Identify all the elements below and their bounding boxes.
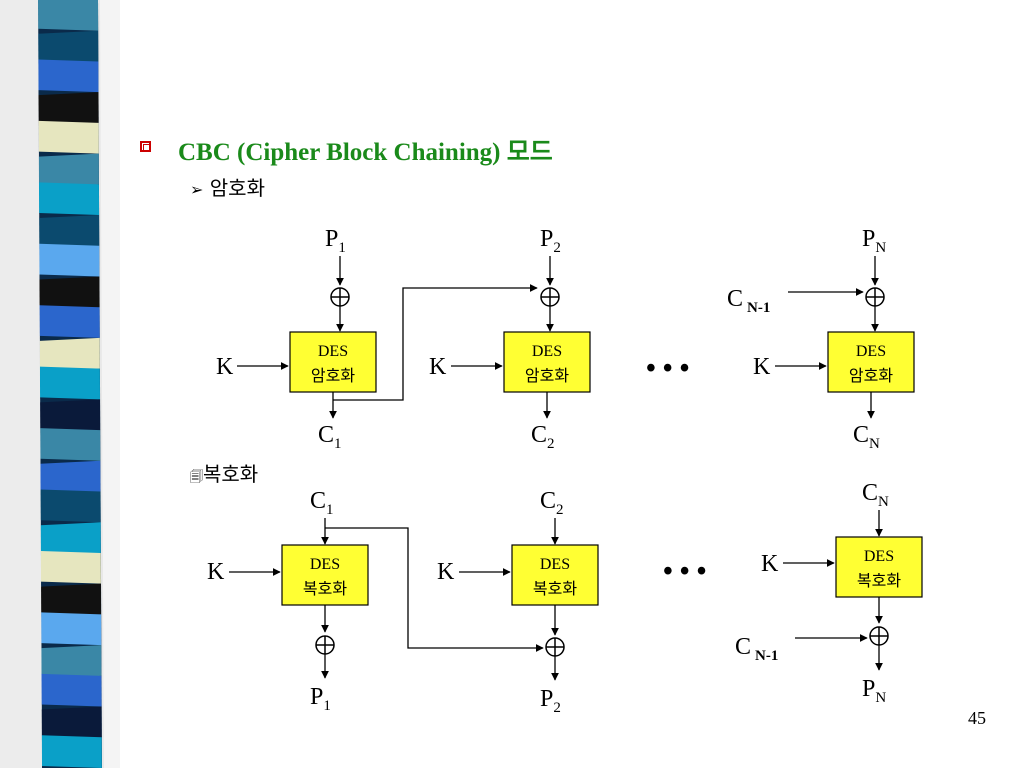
key-label: K [761,551,779,577]
key-label: K [437,559,455,585]
encrypt-label: 암호화 [849,366,893,385]
ciphertext-c1-label: C1 [310,488,334,518]
stripe-band [39,215,100,249]
ellipsis-icon: • • • [663,556,706,587]
stripe-band [39,337,100,372]
decrypt-label: 복호화 [303,579,347,598]
stripe-band [38,92,99,126]
encrypt-heading: ➢ 암호화 [190,172,265,201]
stripe-band [38,182,100,216]
chain-arrow-c1-to-xor2 [333,284,538,401]
plaintext-p1-label: P1 [325,226,346,256]
chain-arrow-c1-to-xor2 [325,527,544,652]
plaintext-p1-label: P1 [310,684,331,714]
ciphertext-cn-label: CN [853,422,880,452]
xor-icon [869,626,889,646]
key-label: K [753,354,771,380]
encrypt-label: 암호화 [525,366,569,385]
decrypt-label: 복호화 [857,571,901,590]
key-label: K [207,559,225,585]
decrypt-heading: 🗐복호화 [190,458,258,490]
xor-icon [545,637,565,657]
stripe-band [40,550,101,584]
page-number: 45 [968,708,986,728]
stripe-band [40,428,101,461]
decrypt-heading-label: 복호화 [203,462,259,486]
stripe-band [41,735,102,768]
key-label: K [216,354,234,380]
square-bullet-icon [140,141,151,152]
stripe-band [39,399,101,434]
xor-icon [330,287,350,307]
stripe-band [39,366,100,400]
stripe-band [40,522,101,556]
des-label: DES [318,343,348,360]
des-encrypt-box-n [827,331,915,393]
ciphertext-c2-label: C2 [540,488,564,518]
plaintext-pn-label: PN [862,676,886,706]
des-label: DES [310,556,340,573]
decrypt-label: 복호화 [533,579,577,598]
ciphertext-c2-label: C2 [531,422,555,452]
stripe-band [38,30,99,65]
xor-icon [540,287,560,307]
plaintext-pn-label: PN [862,226,886,256]
stripe-band [40,460,101,495]
des-encrypt-box-2 [503,331,591,393]
stripe-band [38,59,99,93]
ellipsis-icon: • • • [646,353,689,384]
stripe-band [41,706,102,741]
key-label: K [429,354,447,380]
slide-title: CBC (Cipher Block Chaining) 모드 [178,139,553,166]
stripe-band [39,305,100,338]
stripe-band [38,153,99,188]
plaintext-p2-label: P2 [540,686,561,716]
stripe-band [38,120,99,154]
stripe-band [39,276,100,311]
ciphertext-cn-label: CN [862,480,889,510]
xor-icon [315,635,335,655]
des-label: DES [864,548,894,565]
decryption-diagram: C1 DES 복호화 K P1 C2 DES 복호화 K P2 [207,480,923,716]
ciphertext-c1-label: C1 [318,422,342,452]
stripe-band [40,583,102,618]
arrow-bullet-icon: ➢ [190,180,204,199]
stripe-band [39,243,100,277]
stripe-band [41,612,102,646]
des-decrypt-box-2 [511,544,599,606]
encrypt-label: 암호화 [311,366,355,385]
des-label: DES [532,343,562,360]
stripe-band [41,673,102,707]
xor-icon [865,287,885,307]
stripe-band [38,0,99,31]
des-decrypt-box-1 [281,544,369,606]
des-label: DES [540,556,570,573]
notepad-icon: 🗐 [190,470,203,485]
decorative-stripe-bar [0,0,120,768]
stripe-band [40,489,101,523]
encrypt-heading-label: 암호화 [209,176,265,200]
encryption-diagram: P1 DES 암호화 K C1 P2 DES 암호화 K C2 [216,226,915,452]
stripe-band [41,645,102,679]
des-label: DES [856,343,886,360]
plaintext-p2-label: P2 [540,226,561,256]
